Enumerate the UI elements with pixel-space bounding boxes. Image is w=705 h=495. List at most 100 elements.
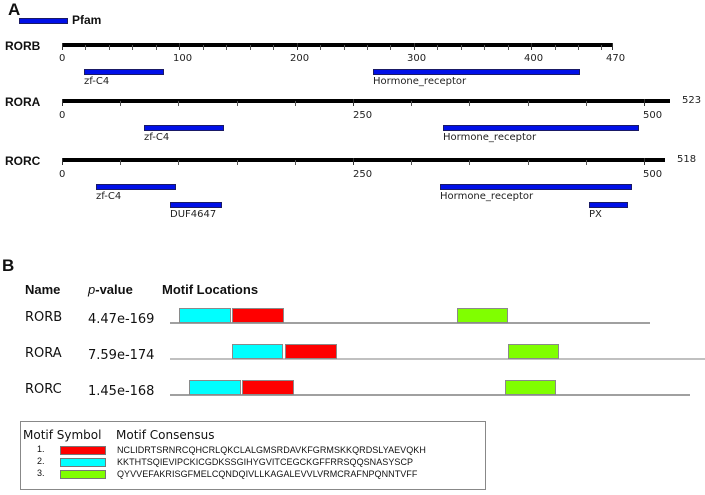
tick (469, 101, 470, 106)
tick-label: 100 (173, 53, 193, 64)
tick (203, 45, 204, 50)
tick (226, 45, 227, 50)
tick (508, 45, 509, 50)
tick (528, 101, 529, 106)
tick (120, 101, 121, 106)
domain-label: zf-C4 (84, 76, 110, 87)
domain-bar-duf4647 (170, 202, 222, 208)
header-pvalue: p-value (88, 282, 133, 297)
legend-consensus: NCLIDRTSRNRCQHCRLQKCLALGMSRDAVKFGRMSKKQR… (117, 445, 426, 455)
panel-b-letter: B (2, 256, 15, 275)
row-pvalue: 4.47e-169 (88, 312, 155, 327)
tick (320, 45, 321, 50)
tick (109, 45, 110, 50)
tick (353, 99, 354, 106)
legend-num: 1. (37, 444, 45, 454)
legend-num: 2. (37, 456, 45, 466)
tick (390, 45, 391, 50)
panel-a-letter: A (8, 0, 21, 19)
legend-num: 3. (37, 468, 45, 478)
tick (62, 158, 63, 165)
tick (578, 45, 579, 50)
tick-label: 400 (524, 53, 544, 64)
tick (469, 160, 470, 165)
sequence-line (170, 394, 690, 396)
tick (156, 45, 157, 50)
tick-label: 500 (643, 169, 663, 180)
motif-2-box (179, 308, 231, 323)
domain-bar-hormone-receptor (440, 184, 632, 190)
header-name: Name (25, 282, 61, 297)
motif-3-box (457, 308, 508, 323)
tick (237, 101, 238, 106)
header-pvalue-italic: p (88, 282, 96, 297)
tick (411, 160, 412, 165)
header-pvalue-rest: -value (95, 282, 133, 297)
domain-bar-px (589, 202, 628, 208)
sequence-axis (62, 158, 665, 162)
row-name: RORB (25, 310, 63, 325)
motif-3-box (508, 344, 559, 359)
tick (344, 45, 345, 50)
tick (297, 43, 298, 50)
row-name: RORA (25, 346, 62, 361)
tick (644, 99, 645, 106)
tick (437, 45, 438, 50)
tick-label: 300 (407, 53, 427, 64)
domain-label: Hormone_receptor (443, 132, 537, 143)
tick (120, 160, 121, 165)
tick (484, 45, 485, 50)
tick (612, 43, 613, 50)
tick (62, 43, 63, 50)
domain-bar-hormone-receptor (373, 69, 580, 75)
domain-label: DUF4647 (170, 209, 217, 220)
tick (62, 99, 63, 106)
tick (414, 43, 415, 50)
tick (295, 101, 296, 106)
motif-1-box (285, 344, 337, 359)
end-label: 470 (606, 53, 626, 64)
tick-label: 250 (353, 169, 373, 180)
tick (353, 158, 354, 165)
legend-header-consensus: Motif Consensus (116, 428, 215, 442)
tick (237, 160, 238, 165)
domain-bar-zf-c4 (96, 184, 176, 190)
tick (295, 160, 296, 165)
domain-bar-hormone-receptor (443, 125, 639, 131)
sequence-line (170, 358, 705, 360)
tick (132, 45, 133, 50)
tick (178, 160, 179, 165)
tick (555, 45, 556, 50)
legend-swatch-cyan (60, 458, 106, 467)
domain-label: PX (589, 209, 602, 220)
domain-label: Hormone_receptor (440, 191, 534, 202)
protein-name: RORB (5, 39, 41, 53)
pfam-legend-label: Pfam (72, 13, 102, 27)
sequence-axis (62, 99, 670, 103)
header-motif-locations: Motif Locations (162, 282, 259, 297)
pfam-legend-swatch (19, 18, 68, 24)
motif-1-box (242, 380, 294, 395)
row-pvalue: 7.59e-174 (88, 348, 155, 363)
tick (85, 45, 86, 50)
tick (179, 43, 180, 50)
legend-consensus: KKTHTSQIEVIPCKICGDKSSGIHYGVITCEGCKGFFRRS… (117, 457, 414, 467)
tick (178, 101, 179, 106)
motif-2-box (232, 344, 283, 359)
sequence-line (170, 322, 650, 324)
motif-3-box (505, 380, 556, 395)
legend-consensus: QYVVEFAKRISGFMELCQNDQIVLLKAGALEVVLVRMCRA… (117, 469, 418, 479)
motif-legend (20, 421, 486, 490)
sequence-axis (62, 43, 613, 47)
tick (411, 101, 412, 106)
legend-header-symbol: Motif Symbol (23, 428, 102, 442)
end-label: 518 (677, 154, 697, 165)
tick-label: 0 (59, 53, 66, 64)
tick (367, 45, 368, 50)
domain-bar-zf-c4 (84, 69, 164, 75)
legend-swatch-red (60, 446, 106, 455)
tick (528, 160, 529, 165)
tick (644, 158, 645, 165)
end-label: 523 (682, 95, 702, 106)
tick (586, 160, 587, 165)
